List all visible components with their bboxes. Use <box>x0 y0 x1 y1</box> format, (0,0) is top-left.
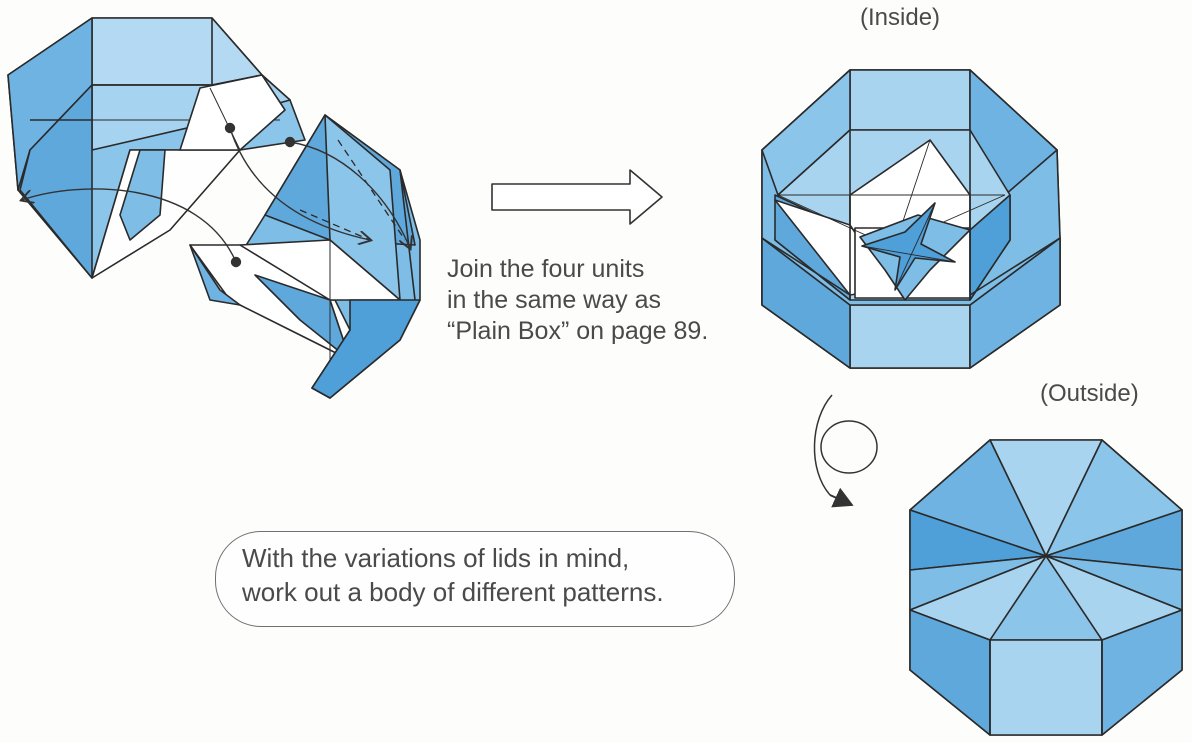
instruction-text: Join the four units in the same way as “… <box>447 254 708 347</box>
instruction-line: “Plain Box” on page 89. <box>447 316 708 347</box>
turn-over-icon <box>814 395 877 505</box>
note-text: With the variations of lids in mind, wor… <box>242 541 664 609</box>
unit-assembly-illustration <box>8 18 420 398</box>
right-hollow-arrow-icon <box>492 170 662 224</box>
note-line: work out a body of different patterns. <box>242 575 664 609</box>
outside-label: (Outside) <box>1040 380 1139 408</box>
inside-label: (Inside) <box>860 4 940 32</box>
box-inside-illustration <box>762 70 1060 368</box>
note-line: With the variations of lids in mind, <box>242 541 664 575</box>
box-outside-illustration <box>910 440 1182 735</box>
instruction-line: in the same way as <box>447 285 708 316</box>
instruction-line: Join the four units <box>447 254 708 285</box>
